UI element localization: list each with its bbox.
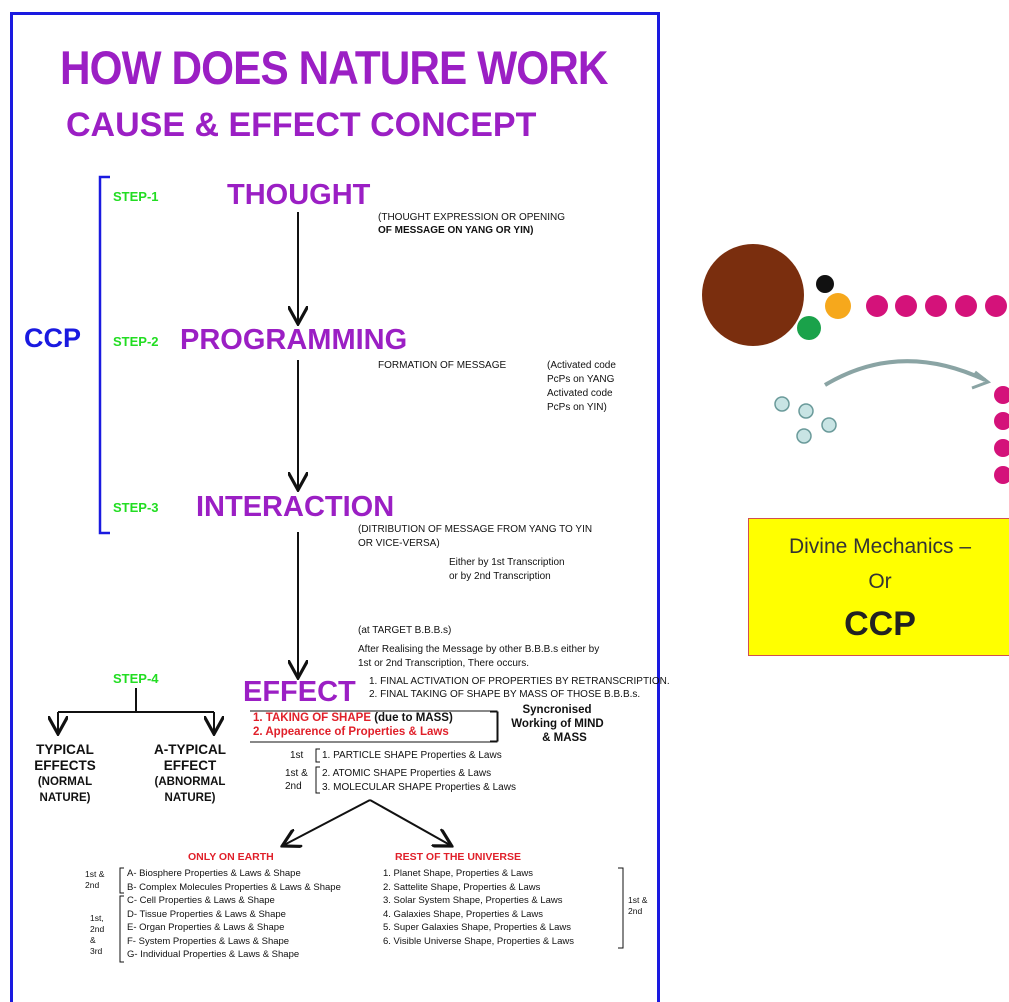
earth-grp2-d: 3rd <box>90 946 103 956</box>
inter-note-4: or by 2nd Transcription <box>449 571 551 582</box>
universe-grp-b: 2nd <box>628 906 643 916</box>
earth-grp2-a: 1st, <box>90 913 104 923</box>
step-interaction: INTERACTION <box>196 491 395 523</box>
ccp-label: CCP <box>24 323 82 353</box>
target-note-3: 1st or 2nd Transcription, There occurs. <box>358 658 530 669</box>
right-box-line2: Or <box>868 570 892 593</box>
universe-heading: REST OF THE UNIVERSE <box>395 851 522 863</box>
sync-line-2: Working of MIND <box>511 718 604 730</box>
shape-1st2nd-b: 2nd <box>285 781 302 792</box>
list-item: 4. Galaxies Shape, Properties & Laws <box>383 908 544 920</box>
target-note-1: (at TARGET B.B.B.s) <box>358 625 452 636</box>
inter-note-1: (DITRIBUTION OF MESSAGE FROM YANG TO YIN <box>358 524 593 535</box>
list-item: B- Complex Molecules Properties & Laws &… <box>127 881 341 893</box>
target-note-2: After Realising the Message by other B.B… <box>358 644 600 655</box>
step-2-label: STEP-2 <box>113 334 159 349</box>
step-4-label: STEP-4 <box>113 671 159 686</box>
list-item: G- Individual Properties & Laws & Shape <box>127 949 300 960</box>
step-effect: EFFECT <box>243 676 356 708</box>
prog-note-3: PcPs on YANG <box>547 374 615 385</box>
earth-grp2-b: 2nd <box>90 924 105 934</box>
list-item: 6. Visible Universe Shape, Properties & … <box>383 935 574 947</box>
list-item: 5. Super Galaxies Shape, Properties & La… <box>383 922 571 933</box>
inter-note-3: Either by 1st Transcription <box>449 557 565 568</box>
step-programming: PROGRAMMING <box>180 324 408 356</box>
effect-note-1: 1. FINAL ACTIVATION OF PROPERTIES BY RET… <box>369 676 670 687</box>
arrow-universe <box>369 799 450 845</box>
prog-note-1: FORMATION OF MESSAGE <box>378 360 507 371</box>
ccp-bracket <box>98 175 110 535</box>
universe-grp-a: 1st & <box>628 895 648 905</box>
universe-list: 1. Planet Shape, Properties & Laws 2. Sa… <box>383 867 574 948</box>
step-3-label: STEP-3 <box>113 500 159 515</box>
list-item: E- Organ Properties & Laws & Shape <box>127 922 285 933</box>
prog-note-5: PcPs on YIN) <box>547 402 607 413</box>
right-box-line1: Divine Mechanics – <box>788 535 972 558</box>
taking-of-shape: 1. TAKING OF SHAPE (due to MASS) <box>253 712 453 724</box>
divine-mechanics-box: Divine Mechanics – Or CCP <box>748 518 1009 656</box>
list-item: D- Tissue Properties & Laws & Shape <box>127 908 286 920</box>
step-1-label: STEP-1 <box>113 189 159 204</box>
list-item: C- Cell Properties & Laws & Shape <box>127 895 275 906</box>
subtitle: CAUSE & EFFECT CONCEPT <box>66 106 537 144</box>
list-item: A- Biosphere Properties & Laws & Shape <box>127 868 301 879</box>
thought-note-2: OF MESSAGE ON YANG OR YIN) <box>378 225 534 236</box>
main-title: HOW DOES NATURE WORK <box>60 41 608 94</box>
earth-grp1-b: 2nd <box>85 880 100 890</box>
step-thought: THOUGHT <box>227 179 371 211</box>
sync-line-1: Syncronised <box>522 704 592 716</box>
right-box-line3: CCP <box>844 605 916 643</box>
shape-first-label: 1st <box>290 750 304 761</box>
typical-effects: TYPICAL EFFECTS (NORMAL NATURE) <box>34 742 96 804</box>
shape-1st2nd-a: 1st & <box>285 768 308 779</box>
list-item: 2. Sattelite Shape, Properties & Laws <box>383 881 541 893</box>
molecule-illustration <box>702 244 1009 484</box>
molecular-shape: 3. MOLECULAR SHAPE Properties & Laws <box>322 782 516 793</box>
earth-list: A- Biosphere Properties & Laws & Shape B… <box>127 867 341 962</box>
atypical-effects: A-TYPICAL EFFECT (ABNORMAL NATURE) <box>154 742 226 804</box>
diagram-panel <box>10 12 660 1002</box>
list-item: 3. Solar System Shape, Properties & Laws <box>383 895 563 906</box>
earth-grp1-a: 1st & <box>85 869 105 879</box>
list-item: 1. Planet Shape, Properties & Laws <box>383 868 533 879</box>
earth-grp2-c: & <box>90 935 96 945</box>
appearance-of-properties: 2. Appearence of Properties & Laws <box>253 726 449 738</box>
prog-note-2: (Activated code <box>547 360 616 371</box>
particle-shape: 1. PARTICLE SHAPE Properties & Laws <box>322 750 502 761</box>
prog-note-4: Activated code <box>547 388 613 399</box>
earth-heading: ONLY ON EARTH <box>188 851 274 863</box>
thought-note-1: (THOUGHT EXPRESSION OR OPENING <box>378 212 566 223</box>
effect-note-2: 2. FINAL TAKING OF SHAPE BY MASS OF THOS… <box>369 689 641 700</box>
atomic-shape: 2. ATOMIC SHAPE Properties & Laws <box>322 768 492 779</box>
list-item: F- System Properties & Laws & Shape <box>127 935 290 947</box>
arrow-earth <box>284 799 371 845</box>
sync-line-3: & MASS <box>542 732 587 744</box>
inter-note-2: OR VICE-VERSA) <box>358 538 440 549</box>
